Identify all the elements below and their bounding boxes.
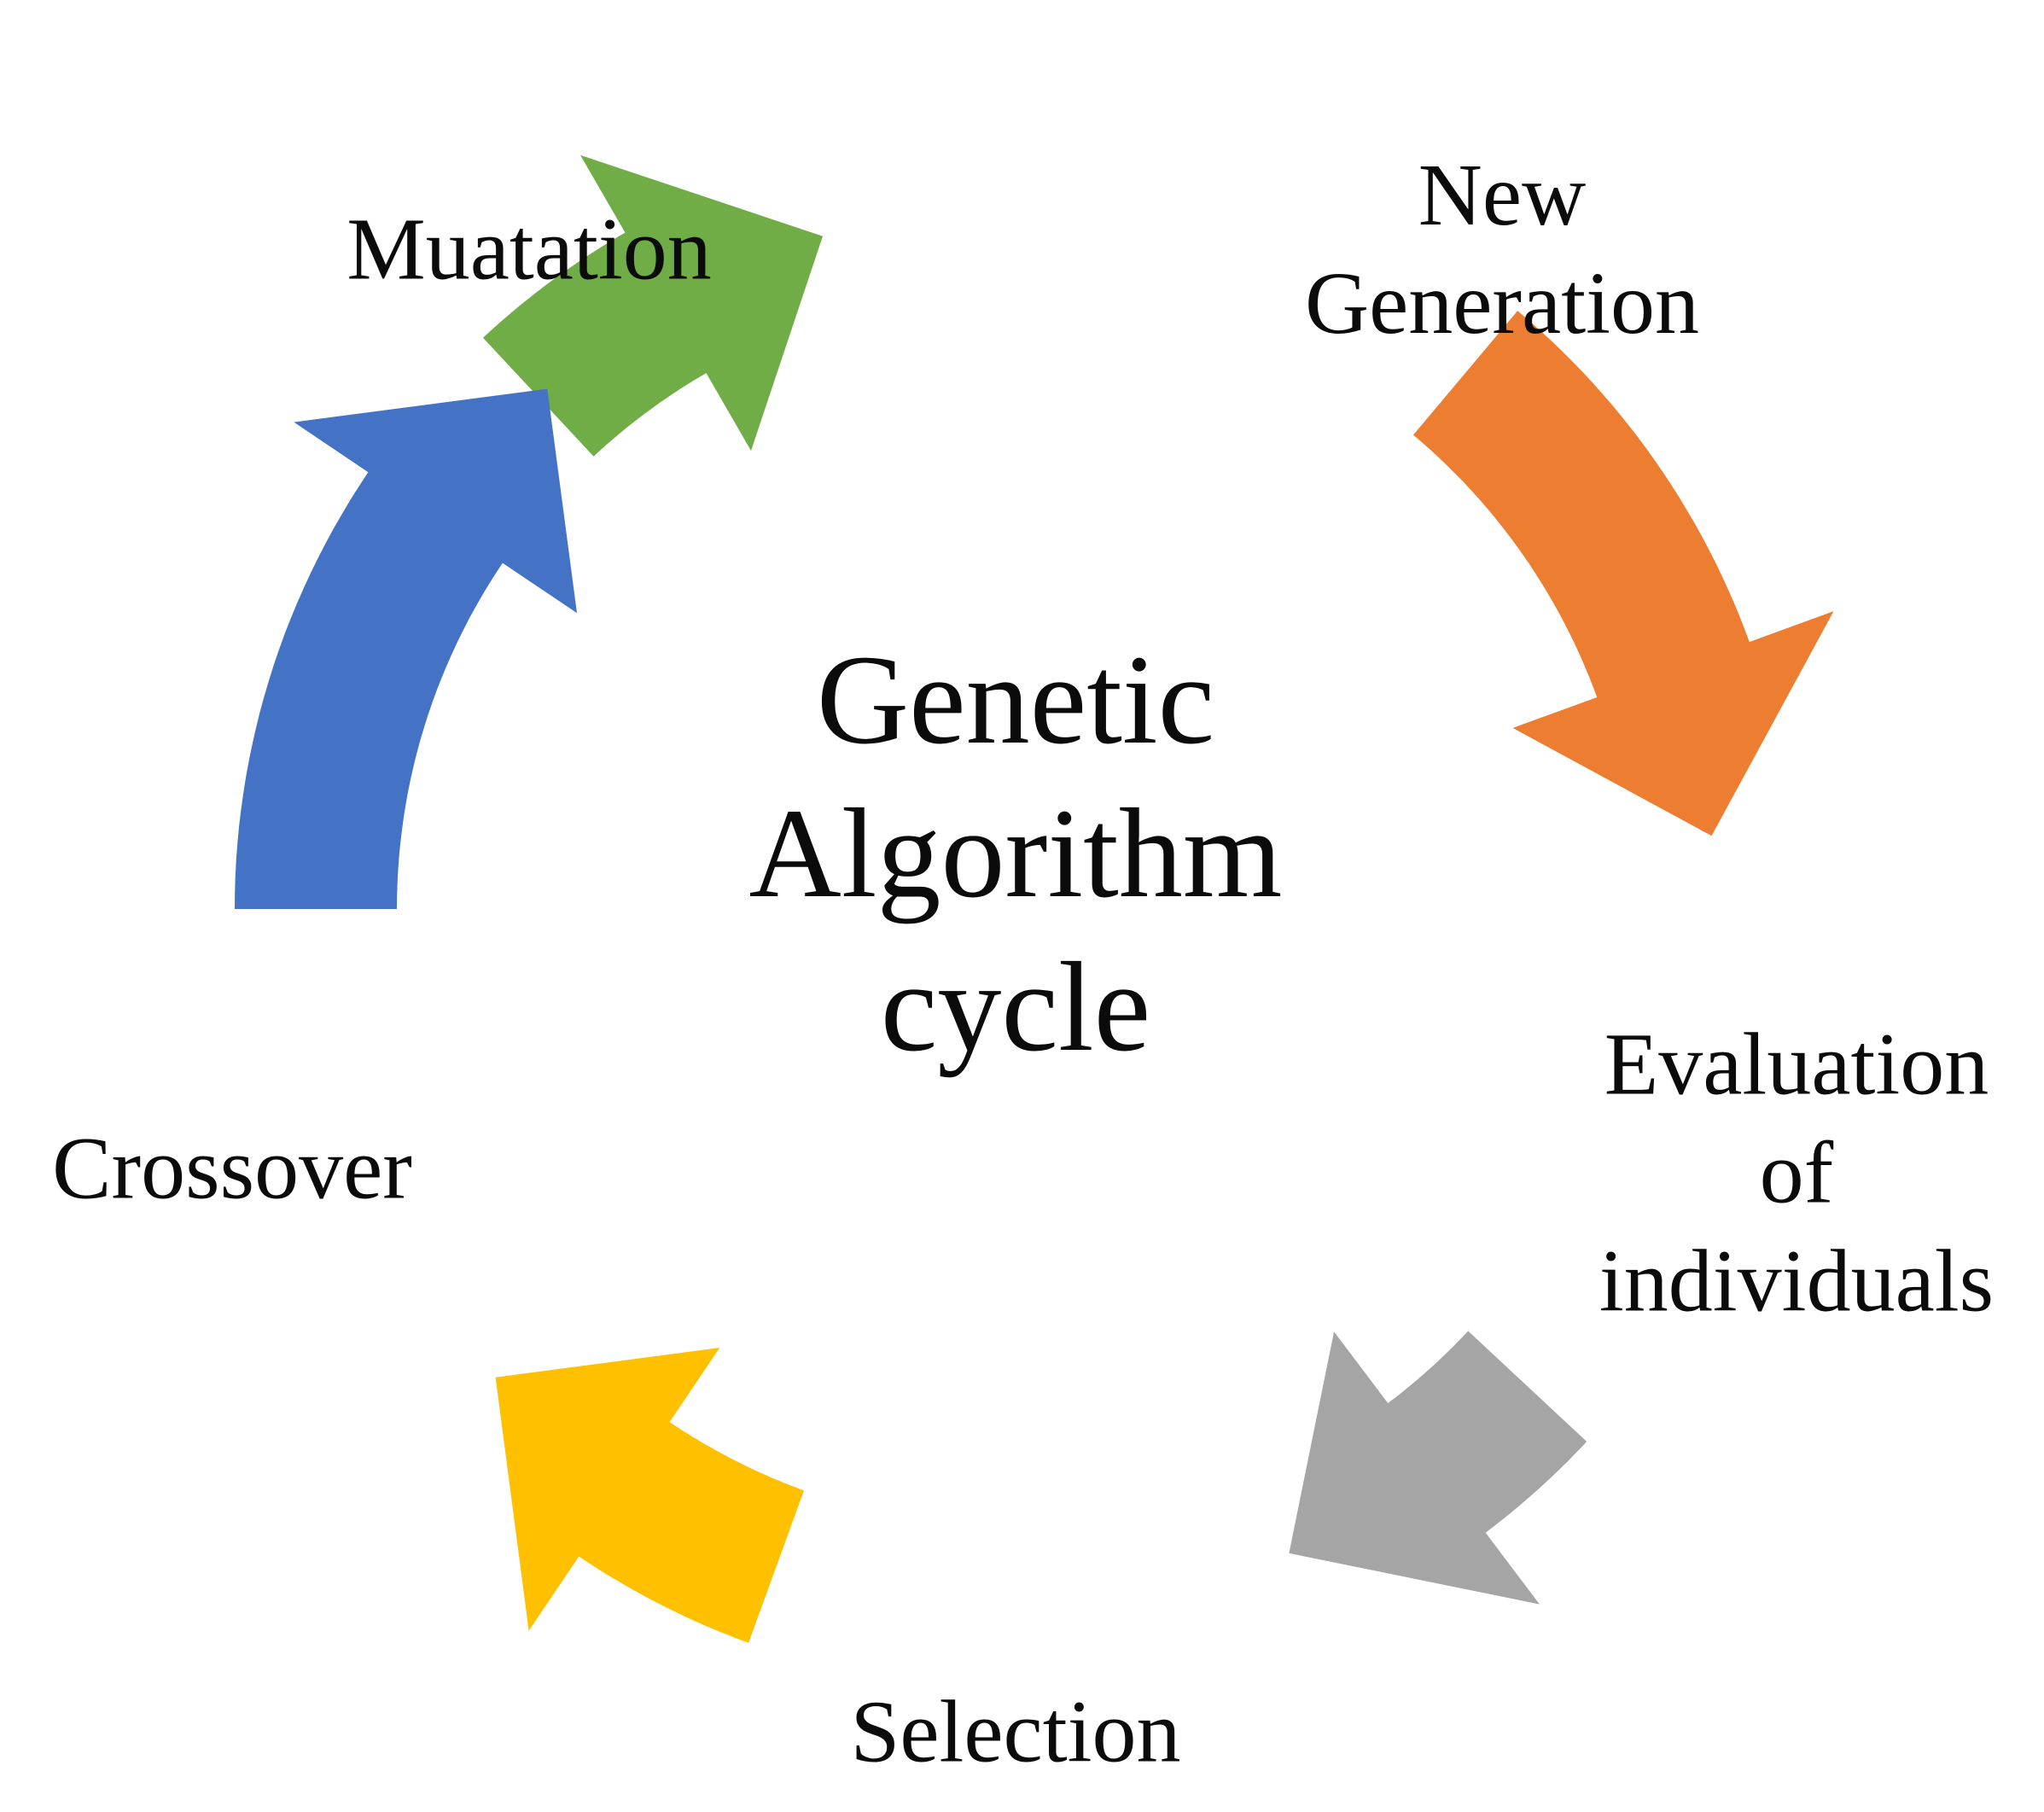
stage-evaluation-text-2: of xyxy=(1759,1123,1834,1222)
stage-evaluation-text-3: individuals xyxy=(1599,1232,1995,1331)
arrow-selection-to-crossover xyxy=(495,1348,804,1643)
stage-evaluation-text-1: Evaluation xyxy=(1604,1015,1989,1114)
arrow-new-generation-to-evaluation xyxy=(1413,311,1834,836)
stage-evaluation-label: Evaluation of individuals xyxy=(1599,1011,1994,1337)
arrow-mutation-to-new-generation xyxy=(483,154,823,457)
stage-new-generation-text-1: New xyxy=(1418,146,1587,245)
arrow-evaluation-to-selection xyxy=(1289,1331,1587,1605)
stage-new-generation-text-2: Generation xyxy=(1304,254,1700,352)
stage-mutation-text: Muatation xyxy=(346,200,712,299)
cycle-title-line-3: cycle xyxy=(880,936,1151,1078)
stage-mutation-label: Muatation xyxy=(346,196,711,305)
cycle-title-line-1: Genetic xyxy=(816,629,1215,771)
stage-crossover-label: Crossover xyxy=(52,1116,412,1224)
stage-selection-label: Selection xyxy=(850,1679,1180,1787)
cycle-title-line-2: Algorithm xyxy=(748,783,1283,924)
stage-selection-text: Selection xyxy=(850,1682,1181,1781)
stage-new-generation-label: New Generation xyxy=(1305,142,1699,358)
cycle-title: Genetic Algorithm cycle xyxy=(749,623,1283,1084)
arrow-crossover-to-mutation xyxy=(235,388,577,910)
stage-crossover-text: Crossover xyxy=(52,1119,412,1218)
